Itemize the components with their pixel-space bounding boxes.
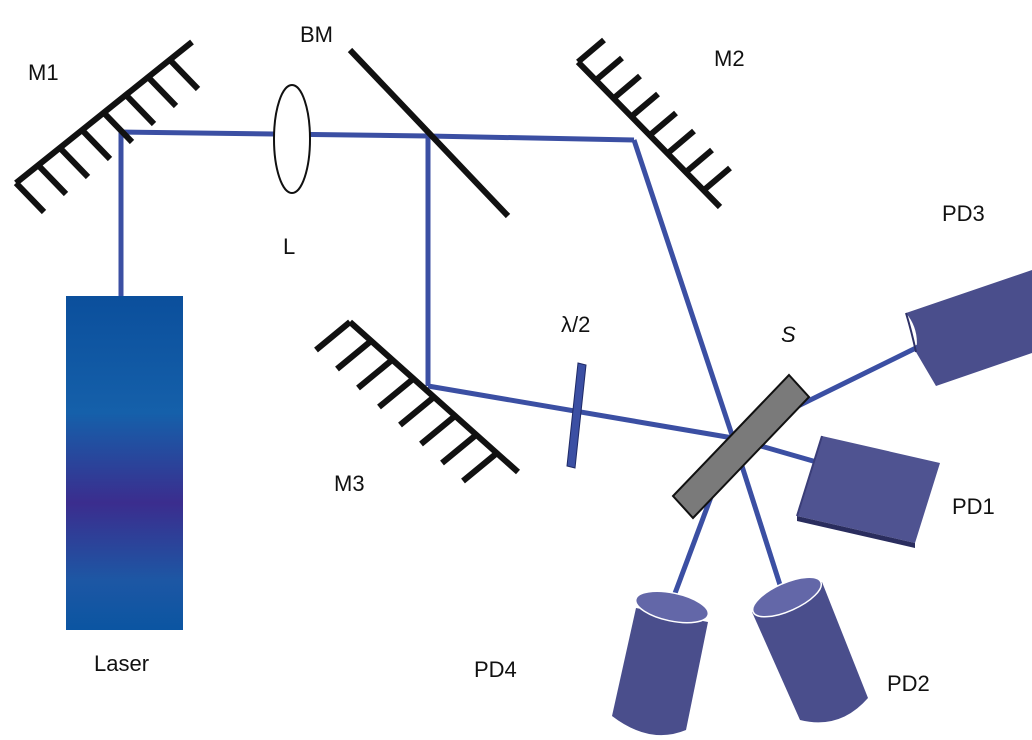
sample-s (671, 373, 811, 520)
photodetector-pd2 (751, 576, 868, 723)
label-m1: M1 (28, 60, 59, 85)
label-sample-s: S (781, 322, 796, 347)
label-half-wave-plate: λ/2 (561, 312, 590, 337)
label-m2: M2 (714, 46, 745, 71)
photodetector-pd4 (612, 590, 710, 736)
label-laser: Laser (94, 651, 149, 676)
mirror-m3 (314, 319, 520, 484)
lens-l (273, 84, 311, 194)
photodetector-pd3 (905, 270, 1032, 386)
label-bm: BM (300, 22, 333, 47)
beam-splitter-bm (347, 47, 511, 219)
beam-bm-to-m2 (427, 133, 635, 143)
label-pd2: PD2 (887, 671, 930, 696)
label-pd1: PD1 (952, 494, 995, 519)
photodetector-pd1 (796, 435, 940, 548)
laser-source (66, 296, 183, 630)
mirror-m1 (13, 39, 201, 215)
label-pd4: PD4 (474, 657, 517, 682)
beam-paths (118, 129, 926, 597)
label-pd3: PD3 (942, 201, 985, 226)
half-wave-plate (566, 362, 587, 469)
mirror-m2 (575, 37, 732, 210)
label-l: L (283, 234, 295, 259)
label-m3: M3 (334, 471, 365, 496)
beam-m2-to-sample (631, 139, 736, 439)
